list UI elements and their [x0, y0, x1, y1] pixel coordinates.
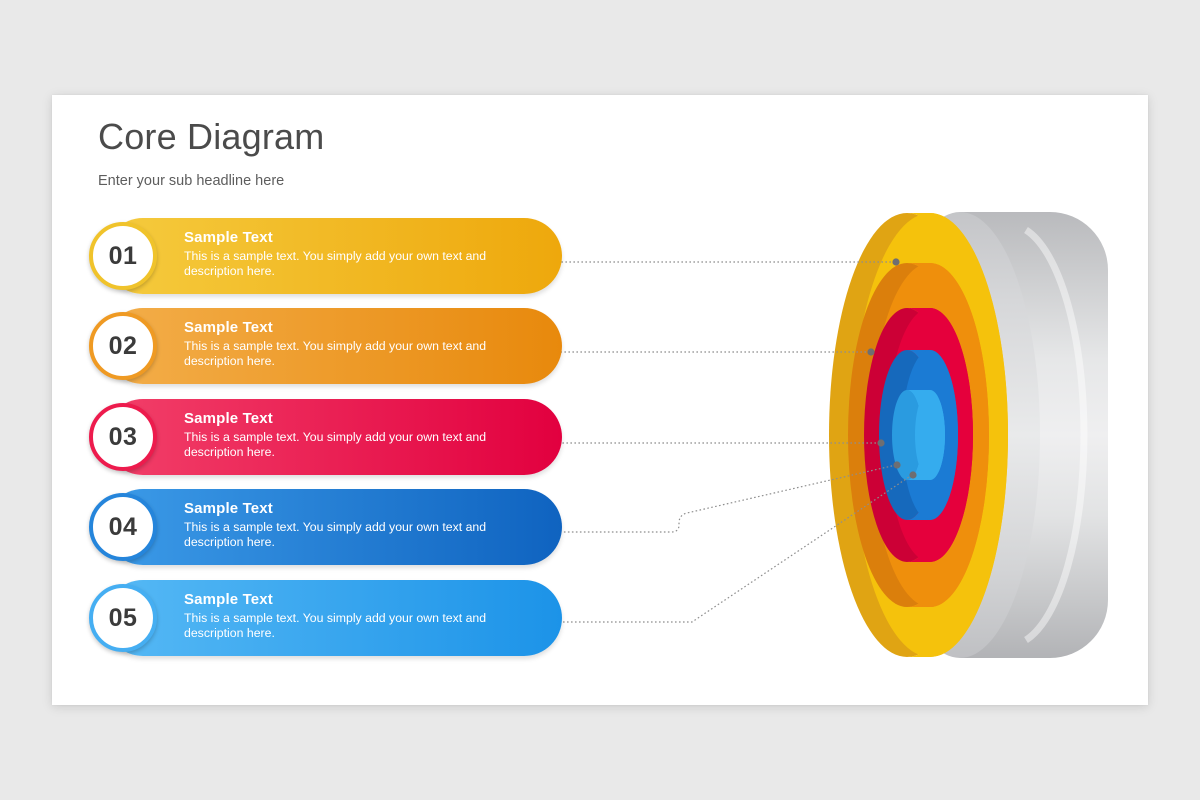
item-description: This is a sample text. You simply add yo… [184, 339, 487, 369]
item-heading: Sample Text [184, 591, 273, 608]
item-description: This is a sample text. You simply add yo… [184, 249, 487, 279]
list-item[interactable]: Sample Text This is a sample text. You s… [89, 580, 562, 656]
item-text-block: Sample Text This is a sample text. You s… [184, 591, 514, 641]
list-item[interactable]: Sample Text This is a sample text. You s… [89, 308, 562, 384]
page-subtitle: Enter your sub headline here [98, 173, 285, 189]
item-bar[interactable] [105, 580, 562, 656]
list-item[interactable]: Sample Text This is a sample text. You s… [89, 489, 562, 565]
item-number-badge[interactable]: 02 [89, 312, 157, 380]
item-heading: Sample Text [184, 500, 273, 517]
list-item[interactable]: Sample Text This is a sample text. You s… [89, 218, 562, 294]
item-description: This is a sample text. You simply add yo… [184, 611, 487, 641]
item-number: 03 [108, 422, 138, 451]
item-heading: Sample Text [184, 410, 273, 427]
item-text-block: Sample Text This is a sample text. You s… [184, 229, 514, 279]
item-bar[interactable] [105, 308, 562, 384]
item-number: 01 [108, 241, 138, 270]
item-text-block: Sample Text This is a sample text. You s… [184, 500, 514, 550]
item-heading: Sample Text [184, 319, 273, 336]
item-number: 04 [108, 512, 138, 541]
item-bar[interactable] [105, 399, 562, 475]
item-number-badge[interactable]: 05 [89, 584, 157, 652]
item-text-block: Sample Text This is a sample text. You s… [184, 319, 514, 369]
page-title: Core Diagram [98, 116, 325, 157]
ring-center-lightblue [892, 390, 945, 480]
item-number: 05 [108, 603, 138, 632]
item-bar[interactable] [105, 489, 562, 565]
item-number-badge[interactable]: 01 [89, 222, 157, 290]
item-number-badge[interactable]: 04 [89, 493, 157, 561]
item-number: 02 [108, 331, 138, 360]
list-item[interactable]: Sample Text This is a sample text. You s… [89, 399, 562, 475]
item-bar[interactable] [105, 218, 562, 294]
item-description: This is a sample text. You simply add yo… [184, 520, 487, 550]
item-description: This is a sample text. You simply add yo… [184, 430, 487, 460]
target-graphic [812, 200, 1112, 670]
slide-canvas: Core Diagram Enter your sub headline her… [52, 95, 1148, 705]
item-heading: Sample Text [184, 229, 273, 246]
item-text-block: Sample Text This is a sample text. You s… [184, 410, 514, 460]
item-number-badge[interactable]: 03 [89, 403, 157, 471]
